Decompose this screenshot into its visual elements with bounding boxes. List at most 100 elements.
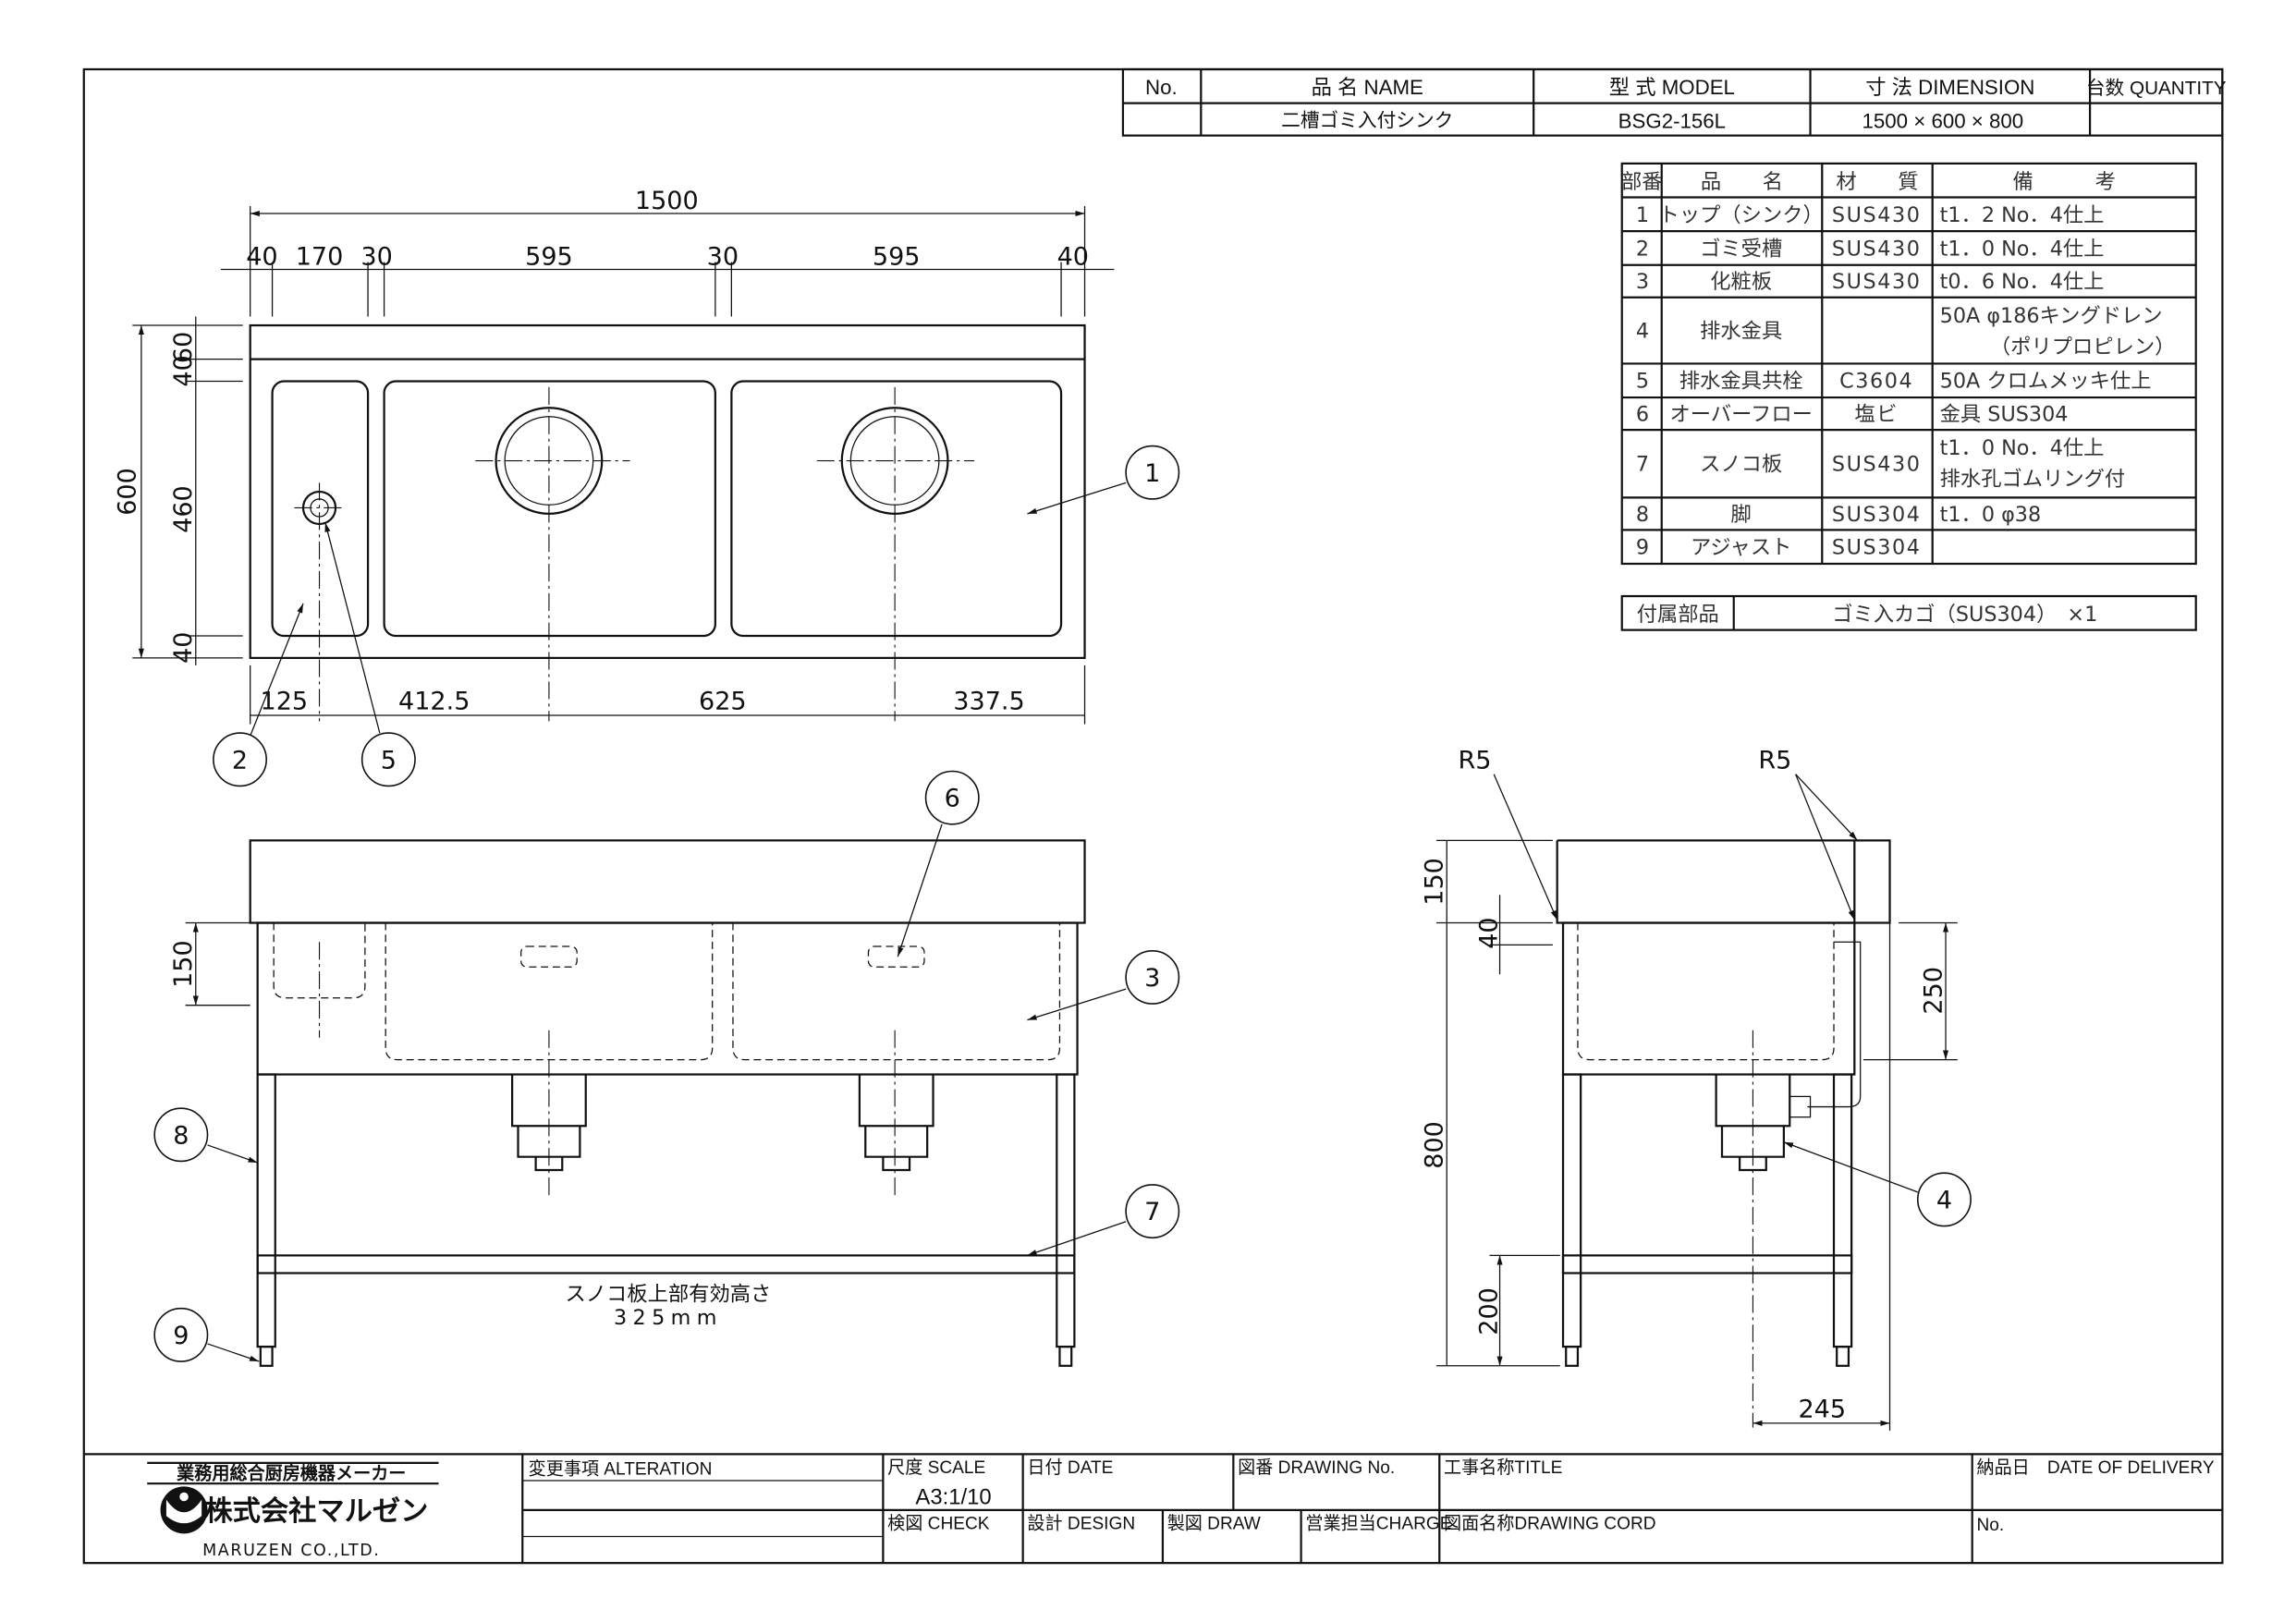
leg-right <box>1056 1073 1076 1348</box>
balloon-8: 8 <box>153 1107 209 1163</box>
part-number: 3 <box>1636 270 1649 294</box>
dim-bottom-seg: 337.5 <box>953 688 1024 716</box>
balloon-circle <box>1125 1184 1180 1239</box>
part-number: 8 <box>1636 503 1649 527</box>
garbage-drain <box>294 482 347 722</box>
part-name: トップ（シンク） <box>1659 203 1824 227</box>
balloon-circle <box>1125 445 1180 500</box>
design-label: 設計 DESIGN <box>1027 1514 1135 1534</box>
balloon-number: 4 <box>1936 1186 1952 1214</box>
dim-seg: 170 <box>296 243 344 272</box>
drain-2 <box>816 386 975 722</box>
plan-view: 1500 40 170 30 595 30 595 40 600 60 40 4… <box>113 187 1127 737</box>
part-note: （ポリプロピレン） <box>1990 335 2176 359</box>
balloon-number: 6 <box>945 785 960 813</box>
dim-overall-width: 1500 <box>635 187 699 215</box>
balloon-circle <box>1916 1172 1972 1227</box>
balloon-2: 2 <box>213 732 268 787</box>
check-label: 検図 CHECK <box>887 1514 990 1534</box>
parts-header-cell: 部番 <box>1621 170 1663 194</box>
part-number: 9 <box>1636 536 1649 560</box>
dim-seg: 595 <box>525 243 573 272</box>
header-col-no: No. <box>1145 76 1178 99</box>
balloon-7: 7 <box>1125 1184 1180 1239</box>
radius-label-1: R5 <box>1458 746 1491 774</box>
balloon-number: 7 <box>1144 1198 1160 1226</box>
balloon-number: 1 <box>1144 459 1160 488</box>
side-view: R5 R5 150 800 40 200 250 245 <box>1420 746 1958 1431</box>
dim-side-200: 200 <box>1474 1287 1503 1335</box>
dim-side-800: 800 <box>1420 1121 1448 1169</box>
sink-bowl-2 <box>730 380 1063 638</box>
header-col-quantity: 台数 QUANTITY <box>2086 78 2227 99</box>
part-note: 金具 SUS304 <box>1940 403 2069 427</box>
dim-front-150: 150 <box>169 940 198 988</box>
dim-seg: 30 <box>707 243 739 272</box>
parts-header-cell: 品 名 <box>1701 170 1783 194</box>
drawing-cord-label: 図面名称DRAWING CORD <box>1444 1514 1655 1534</box>
dim-seg: 595 <box>873 243 921 272</box>
dim-side-245: 245 <box>1798 1396 1846 1424</box>
balloon-number: 8 <box>173 1121 189 1150</box>
dim-depth-seg: 60 <box>169 332 198 363</box>
part-name: スノコ板 <box>1700 453 1782 477</box>
part-number: 7 <box>1636 453 1649 477</box>
header-table: No. 品 名 NAME 型 式 MODEL 寸 法 DIMENSION 台数 … <box>1121 67 2227 137</box>
balloon-6: 6 <box>924 770 980 825</box>
part-note: t0．6 No．4仕上 <box>1940 270 2105 294</box>
balloon-circle <box>1125 949 1180 1005</box>
balloon-circle <box>153 1107 209 1163</box>
balloon-number: 5 <box>381 746 397 774</box>
balloon-number: 2 <box>232 746 248 774</box>
part-name: アジャスト <box>1691 536 1791 560</box>
part-material: SUS304 <box>1832 536 1922 560</box>
part-name: 化粧板 <box>1710 270 1772 294</box>
accessory-label: 付属部品 <box>1637 603 1719 627</box>
part-name: 排水金具 <box>1700 320 1782 344</box>
balloon-number: 9 <box>173 1322 189 1350</box>
accessory-table: 付属部品 ゴミ入カゴ（SUS304） ×1 <box>1620 594 2197 631</box>
dim-depth-seg: 40 <box>169 355 198 386</box>
balloon-4: 4 <box>1916 1172 1972 1227</box>
dim-overall-depth: 600 <box>113 468 141 516</box>
alteration-label: 変更事項 ALTERATION <box>529 1459 713 1480</box>
part-number: 4 <box>1636 320 1649 344</box>
company-name: 株式会社マルゼン <box>204 1495 428 1528</box>
balloon-circle <box>360 732 416 787</box>
part-name: 排水金具共栓 <box>1679 370 1803 394</box>
charge-label: 営業担当CHARGE <box>1305 1514 1451 1534</box>
part-note: t1．2 No．4仕上 <box>1940 203 2105 227</box>
scale-label: 尺度 SCALE <box>887 1457 985 1478</box>
part-material: 塩ビ <box>1854 403 1899 427</box>
balloon-3: 3 <box>1125 949 1180 1005</box>
drain-1 <box>475 386 630 722</box>
sink-bowl-1 <box>383 380 716 638</box>
shelf-clearance-label: スノコ板上部有効高さ <box>566 1283 772 1307</box>
part-note: t1．0 φ38 <box>1940 503 2042 527</box>
title-block: 業務用総合厨房機器メーカー 株式会社マルゼン MARUZEN CO.,LTD. … <box>83 1453 2223 1564</box>
part-balloons: 1 2 3 4 5 6 7 8 9 <box>153 445 1972 1362</box>
part-material: SUS430 <box>1832 270 1922 294</box>
shelf-clearance-value: 325mm <box>614 1306 723 1330</box>
dim-seg: 40 <box>246 243 277 272</box>
balloon-circle <box>213 732 268 787</box>
dim-depth-seg: 460 <box>169 485 198 533</box>
part-material: SUS430 <box>1832 237 1922 261</box>
balloon-circle <box>924 770 980 825</box>
radius-label-2: R5 <box>1758 746 1791 774</box>
part-note: 50A クロムメッキ仕上 <box>1940 370 2152 394</box>
front-view: スノコ板上部有効高さ 325mm 150 <box>169 823 1127 1367</box>
drawing-no-label: 図番 DRAWING No. <box>1238 1457 1395 1478</box>
header-col-name: 品 名 NAME <box>1312 76 1423 99</box>
dim-depth-seg: 40 <box>169 632 198 664</box>
product-name: 二槽ゴミ入付シンク <box>1281 110 1453 131</box>
title-label: 工事名称TITLE <box>1444 1457 1562 1478</box>
company-name-en: MARUZEN CO.,LTD. <box>202 1542 380 1560</box>
part-note: t1．0 No．4仕上 <box>1940 436 2105 460</box>
dim-bottom-seg: 625 <box>699 688 747 716</box>
dim-seg: 30 <box>360 243 392 272</box>
delivery-label: 納品日 DATE OF DELIVERY <box>1976 1457 2214 1478</box>
product-dimension: 1500 × 600 × 800 <box>1862 110 2023 133</box>
part-number: 6 <box>1636 403 1649 427</box>
